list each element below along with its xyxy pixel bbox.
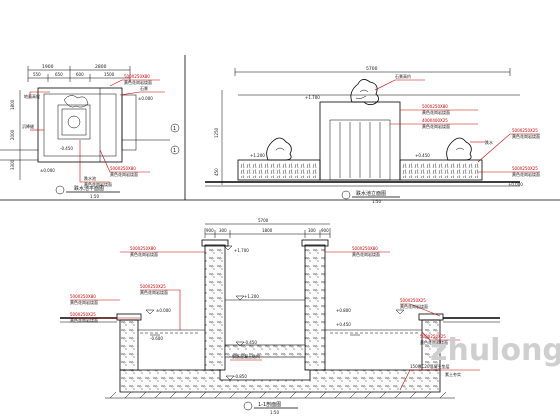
sec-left-label-4: 黄色花岗岩烧面 <box>70 299 98 305</box>
elev-label-3: 黄色花岗岩烧面 <box>422 109 450 115</box>
plan-dim-9: 3300 <box>10 159 15 170</box>
sec-dim-4: 300 <box>308 228 316 233</box>
plan-leaders: 500X250X80 黄色花岗岩烧面 石景 地面高程 沉降缝 500X250X8… <box>22 74 165 187</box>
elev-label-6: 跌水 <box>485 139 493 145</box>
elevation-leaders: 石景高约 500X250X80 黄色花岗岩烧面 400X400X25 黄色花岗岩… <box>250 73 540 187</box>
plan-section-mark-1: 1 <box>173 126 176 132</box>
sec-right-label-2: 黄色花岗岩烧面 <box>352 251 380 257</box>
section-dimensions: 900 300 1800 300 900 5700 <box>204 218 331 238</box>
plan-dim-6: 1500 <box>104 72 115 77</box>
plan-dim-2: 2800 <box>95 64 107 70</box>
sec-left-label-2: 黄色花岗岩烧面 <box>130 251 158 257</box>
sec-level-8: +0.450 <box>336 322 351 327</box>
sec-level-4: -0.450 <box>244 340 257 345</box>
sec-title-text: 1-1剖面图 <box>258 401 281 408</box>
sec-level-6: -0.850 <box>234 374 247 379</box>
elev-label-8: 黄色花岗岩烧面 <box>512 133 540 139</box>
sec-level-5: -0.600 <box>150 336 163 341</box>
plan-label-7: 黄色花岗岩烧面 <box>110 171 138 177</box>
plan-label-5: 沉降缝 <box>22 123 34 129</box>
sec-level-7: +0.800 <box>336 308 351 313</box>
plan-section-marks: 1 1 <box>170 123 180 155</box>
plan-dim-7: 1800 <box>10 99 15 110</box>
section-title: 1-1剖面图 1:50 <box>243 401 298 415</box>
elev-label-5: 黄色花岗岩烧面 <box>422 123 450 129</box>
sec-left-label-8: 黄色花岗岩烧面 <box>140 289 168 295</box>
section-view: 900 300 1800 300 900 5700 <box>60 218 500 415</box>
plan-label-1: 500X250X80 <box>124 74 150 79</box>
plan-title-text: 跌水池平面图 <box>74 185 104 192</box>
section-body <box>60 239 500 399</box>
sec-dim-total: 5700 <box>258 218 269 223</box>
sec-right-label-5: 500X250X25 <box>420 334 446 339</box>
sec-dim-3: 1800 <box>262 228 273 233</box>
plan-view: 1900 2800 550 650 600 1500 1800 2000 330… <box>0 64 180 199</box>
sec-level-2: +1.200 <box>244 294 259 299</box>
sec-left-label-3: 500X250X80 <box>70 294 96 299</box>
plan-label-3: 石景 <box>140 85 148 91</box>
elev-label-4: 400X400X25 <box>422 118 448 123</box>
sec-left-label-1: 500X250X80 <box>130 246 156 251</box>
sec-dim-1: 900 <box>206 228 214 233</box>
section-leaders-right: 500X250X80 黄色花岗岩烧面 500X250X25 黄色花岗岩烧面 50… <box>230 246 480 391</box>
plan-level-3: -0.450 <box>60 146 73 151</box>
elev-level-1: +1.700 <box>305 95 320 100</box>
sec-right-label-8: 150厚C20混凝土垫层 <box>410 363 450 369</box>
elevation-title: 跌水池立面图 1:50 <box>341 190 400 204</box>
plan-dim-4: 650 <box>55 72 63 77</box>
plan-title: 跌水池平面图 1:50 <box>55 185 120 199</box>
sec-right-label-6: 黄色花岗岩烧面 <box>420 339 448 345</box>
sec-left-label-7: 500X250X25 <box>140 284 166 289</box>
plan-dimensions: 1900 2800 550 650 600 1500 1800 2000 330… <box>10 64 131 180</box>
sec-scale: 1:50 <box>270 410 279 415</box>
elevation-view: 5700 1250 450 <box>205 66 540 204</box>
elev-level-4: +0.450 <box>415 153 430 158</box>
watermark: zhulong.com <box>430 333 560 368</box>
sec-left-label-6: 黄色花岗岩烧面 <box>70 317 98 323</box>
sec-level-3: ±0.000 <box>156 308 171 313</box>
section-levels: +1.700 +1.200 ±0.000 -0.450 -0.600 -0.85… <box>150 248 351 379</box>
sec-right-label-9: 素土夯实 <box>445 371 461 377</box>
section-leaders-left: 500X250X80 黄色花岗岩烧面 500X250X80 黄色花岗岩烧面 50… <box>70 246 205 330</box>
elev-left-dim-1: 1250 <box>214 127 219 138</box>
elev-label-10: 黄色花岗岩烧面 <box>512 171 540 177</box>
plan-label-6: 500X250X80 <box>110 166 136 171</box>
elev-left-dim-2: 450 <box>214 168 219 176</box>
elev-dim-total: 5700 <box>366 66 378 72</box>
sec-right-label-4: 黄色花岗岩烧面 <box>400 303 428 309</box>
frame <box>0 55 560 201</box>
plan-section-mark-2: 1 <box>173 148 176 154</box>
plan-dim-3: 550 <box>33 72 41 77</box>
elev-label-1: 石景高约 <box>395 73 411 79</box>
sec-right-label-3: 500X250X25 <box>400 298 426 303</box>
elevation-dimensions: 5700 1250 450 <box>214 66 520 185</box>
plan-label-4: 地面高程 <box>24 93 40 99</box>
plan-label-8: 跌水池 <box>84 175 96 181</box>
sec-right-label-7: 钢筋混凝土结构 <box>232 353 260 359</box>
elevation-body <box>205 79 520 187</box>
plan-dim-5: 600 <box>76 72 84 77</box>
sec-dim-5: 900 <box>321 228 329 233</box>
plan-level-2: ±0.000 <box>40 168 55 173</box>
sec-dim-2: 300 <box>219 228 227 233</box>
elev-level-2: +1.200 <box>250 153 265 158</box>
plan-level-1: ±0.000 <box>138 96 153 101</box>
sec-right-label-1: 500X250X80 <box>352 246 378 251</box>
plan-label-2: 黄色花岗岩烧面 <box>124 79 152 85</box>
plan-dim-1: 1900 <box>42 64 54 70</box>
elev-level-3: ±0.000 <box>508 182 523 187</box>
sec-level-1: +1.700 <box>234 248 249 253</box>
elev-label-9: 500X250X25 <box>512 166 538 171</box>
plan-label-9: 黄色花岗岩烧面 <box>84 181 112 187</box>
elev-scale: 1:50 <box>372 199 381 204</box>
elev-label-7: 500X250X25 <box>512 128 538 133</box>
sec-left-label-5: 500X250X25 <box>70 312 96 317</box>
elev-label-2: 500X250X80 <box>422 104 448 109</box>
plan-scale: 1:50 <box>90 194 99 199</box>
plan-dim-8: 2000 <box>10 129 15 140</box>
elev-title-text: 跌水池立面图 <box>356 190 386 197</box>
